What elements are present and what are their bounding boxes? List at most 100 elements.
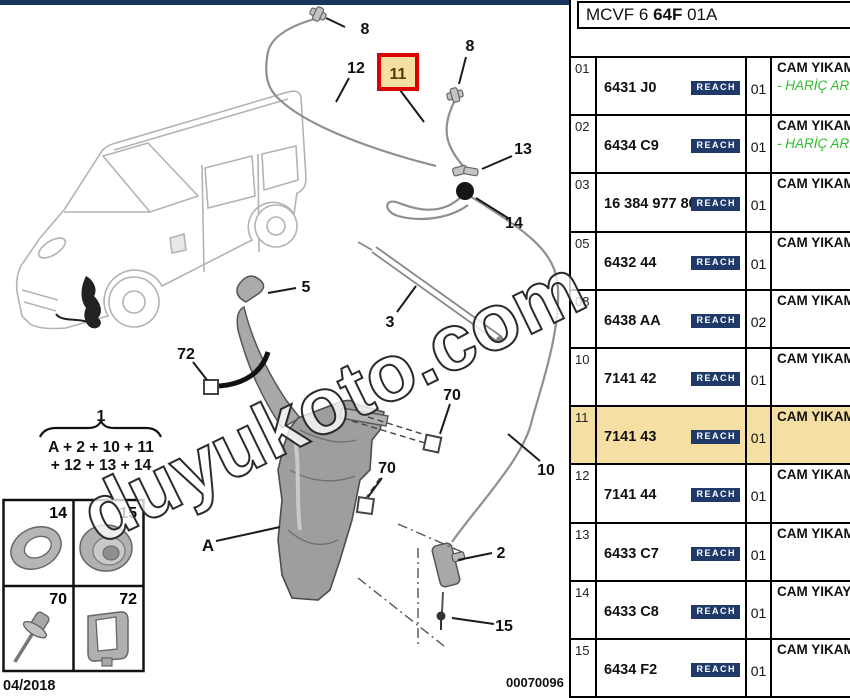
top-border-bar: [0, 0, 570, 5]
ref-cell: 08: [571, 290, 597, 347]
filler-cap-icon: [236, 275, 265, 303]
callout-11-selected[interactable]: 11: [377, 53, 419, 91]
legend-line-2: + 12 + 13 + 14: [51, 457, 152, 474]
hose-connector-icon: [451, 164, 479, 177]
parts-diagram: 8 8 12 13 14 5 3 72 70 70 10 A 2 15 11 1…: [0, 0, 570, 694]
callout-3[interactable]: 3: [386, 314, 395, 331]
ref-cell: 10: [571, 348, 597, 406]
reach-badge[interactable]: REACH: [691, 662, 740, 677]
callout-13[interactable]: 13: [514, 141, 532, 158]
table-row[interactable]: 01 6431 J0 REACH 01 CAM YIKAMA - HARİÇ A…: [571, 58, 850, 117]
callout-5[interactable]: 5: [302, 279, 311, 296]
reach-badge[interactable]: REACH: [691, 371, 740, 386]
reach-badge[interactable]: REACH: [691, 488, 740, 503]
part-description: CAM YIKAMA: [777, 350, 850, 366]
callout-A[interactable]: A: [202, 536, 214, 555]
qty-cell: 01: [747, 232, 772, 289]
clip-icon: [87, 611, 129, 667]
reach-badge[interactable]: REACH: [691, 139, 740, 154]
legend-number: 1: [97, 408, 106, 425]
callout-70-lower[interactable]: 70: [378, 460, 396, 477]
qty-cell: 01: [747, 581, 772, 638]
part-cell: 7141 43 REACH: [597, 407, 747, 464]
reach-badge[interactable]: REACH: [691, 604, 740, 619]
part-description: CAM YIKAMA: [777, 234, 850, 250]
inset-label-70: 70: [49, 591, 67, 608]
table-row[interactable]: 08 6438 AA REACH 02 CAM YIKAMA: [571, 290, 850, 349]
assembly-legend: 1 A + 2 + 10 + 11 + 12 + 13 + 14: [38, 408, 163, 474]
inset-label-14: 14: [49, 505, 67, 522]
reach-badge[interactable]: REACH: [691, 197, 740, 212]
inset-label-72: 72: [119, 591, 137, 608]
table-row[interactable]: 13 6433 C7 REACH 01 CAM YIKAMA: [571, 523, 850, 582]
callout-72[interactable]: 72: [177, 346, 195, 363]
table-row[interactable]: 15 6434 F2 REACH 01 CAM YIKAMA: [571, 639, 850, 698]
grommet-icon: [436, 611, 446, 630]
part-description: CAM YIKAMA: [777, 60, 850, 75]
table-row[interactable]: 14 6433 C8 REACH 01 CAM YIKAYIC: [571, 581, 850, 640]
bracket: [339, 407, 389, 427]
part-description: CAM YIKAMA: [777, 292, 850, 308]
callout-11-label[interactable]: 11: [390, 66, 407, 83]
table-row[interactable]: 10 7141 42 REACH 01 CAM YIKAMA: [571, 348, 850, 408]
part-number: 7141 42: [604, 370, 657, 387]
callout-2[interactable]: 2: [497, 545, 506, 562]
table-row-selected[interactable]: 11 7141 43 REACH 01 CAM YIKAMA: [571, 407, 850, 466]
part-cell: 6433 C8 REACH: [597, 581, 747, 638]
callout-8-left[interactable]: 8: [361, 21, 370, 38]
part-cell: 6434 F2 REACH: [597, 639, 747, 697]
callout-15[interactable]: 15: [495, 618, 513, 635]
part-cell: 6434 C9 REACH: [597, 116, 747, 173]
reach-badge[interactable]: REACH: [691, 430, 740, 445]
ref-cell: 03: [571, 174, 597, 231]
parts-table: MCVF 6 64F 01A 01 6431 J0 REACH 01 CAM Y…: [569, 0, 850, 698]
reach-badge[interactable]: REACH: [691, 81, 740, 95]
part-number: 6438 AA: [604, 312, 661, 329]
part-cell: 16 384 977 80 REACH: [597, 174, 747, 231]
part-number: 6432 44: [604, 254, 657, 271]
callout-8-right[interactable]: 8: [466, 38, 475, 55]
table-rows: 01 6431 J0 REACH 01 CAM YIKAMA - HARİÇ A…: [571, 58, 850, 698]
inset-label-15: 15: [119, 505, 137, 522]
part-number: 7141 43: [604, 429, 657, 446]
part-cell: 7141 42 REACH: [597, 348, 747, 406]
reach-badge[interactable]: REACH: [691, 313, 740, 328]
part-description: CAM YIKAYIC: [777, 583, 850, 599]
reach-badge[interactable]: REACH: [691, 546, 740, 561]
desc-cell: CAM YIKAMA: [772, 349, 850, 405]
callout-70-upper[interactable]: 70: [443, 387, 461, 404]
catalog-code-suffix: 01A: [682, 5, 718, 24]
ref-cell: 05: [571, 232, 597, 289]
rivet-square-2: [355, 495, 376, 516]
part-description: CAM YIKAMA: [777, 176, 850, 192]
desc-cell: CAM YIKAMA: [772, 524, 850, 580]
ref-cell: 13: [571, 523, 597, 580]
callout-12[interactable]: 12: [347, 60, 365, 77]
ref-cell: 14: [571, 581, 597, 638]
catalog-code-prefix: MCVF 6: [586, 5, 654, 24]
callout-14[interactable]: 14: [505, 215, 523, 232]
part-cell: 6432 44 REACH: [597, 232, 747, 289]
reach-badge[interactable]: REACH: [691, 255, 740, 270]
part-description: CAM YIKAMA: [777, 641, 850, 657]
part-cell: 6438 AA REACH: [597, 290, 747, 347]
desc-cell: CAM YIKAYIC: [772, 582, 850, 638]
part-number: 16 384 977 80: [604, 196, 697, 213]
desc-cell: CAM YIKAMA: [772, 174, 850, 230]
part-number: 6431 J0: [604, 80, 657, 96]
table-row[interactable]: 05 6432 44 REACH 01 CAM YIKAMA: [571, 232, 850, 291]
grommet-plug-icon: [79, 524, 133, 572]
pump-drawing: [431, 542, 466, 613]
hose-rod: [357, 241, 504, 344]
table-row[interactable]: 03 16 384 977 80 REACH 01 CAM YIKAMA: [571, 174, 850, 233]
hardware-inset: 14 15 70 72: [2, 498, 145, 673]
table-row[interactable]: 12 7141 44 REACH 01 CAM YIKAMA: [571, 465, 850, 524]
callout-10[interactable]: 10: [537, 462, 555, 479]
part-cell: 7141 44 REACH: [597, 465, 747, 522]
table-row[interactable]: 02 6434 C9 REACH 01 CAM YIKAMA - HARİÇ A…: [571, 116, 850, 175]
washer-hoses: [265, 16, 560, 543]
ref-cell: 01: [571, 58, 597, 115]
catalog-code-header: MCVF 6 64F 01A: [577, 1, 850, 29]
construction-lines: [357, 523, 463, 648]
